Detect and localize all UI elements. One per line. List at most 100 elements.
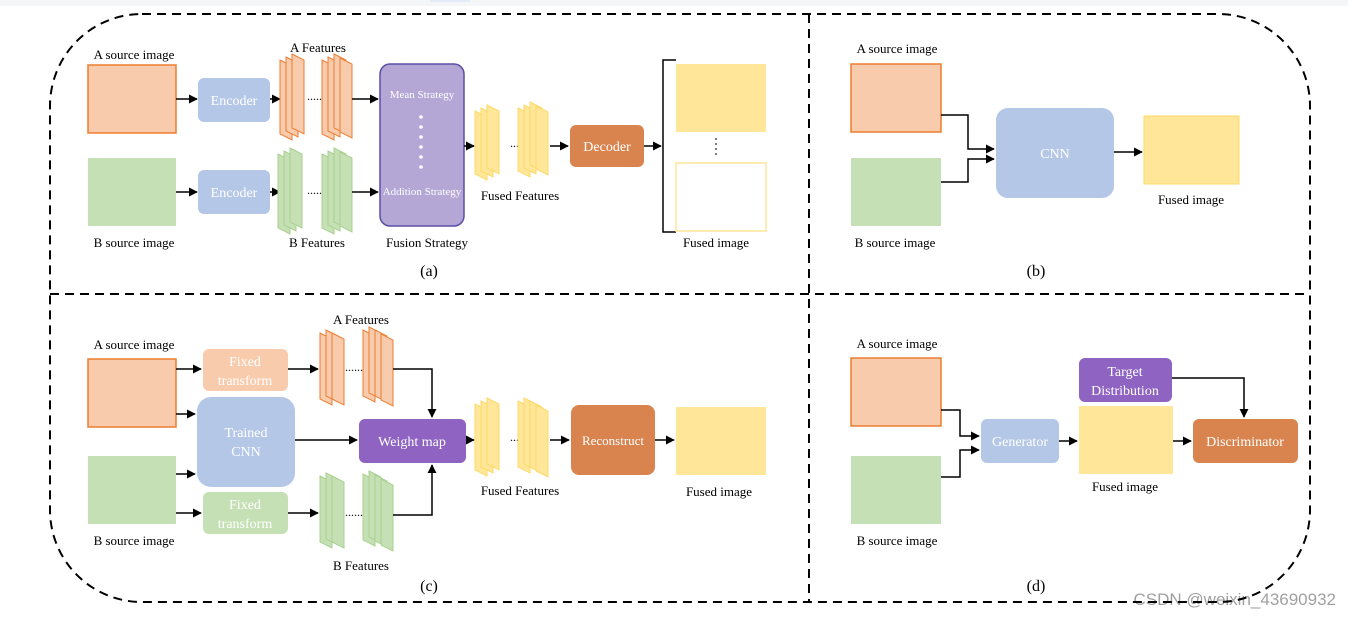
a-source-image — [87, 64, 177, 134]
trained-cnn-line2: CNN — [231, 445, 261, 460]
c-b-source-label: B source image — [94, 533, 175, 548]
panel-d: A source image B source image Generator … — [850, 336, 1298, 595]
c-b-feature-stack-2 — [362, 470, 394, 552]
d-fused-image-label: Fused image — [1092, 479, 1158, 494]
fused-features-label: Fused Features — [481, 188, 559, 203]
b-panel-fused-image — [1143, 115, 1240, 185]
weight-map-box — [359, 419, 466, 463]
fixed-transform-bottom-line1: Fixed — [229, 498, 261, 513]
encoder-top — [198, 78, 270, 122]
d-b-source-image — [851, 456, 941, 524]
d-a-source-label: A source image — [857, 336, 938, 351]
d-fused-image — [1079, 406, 1173, 474]
fused-feature-stack-2 — [517, 101, 549, 178]
c-a-feature-stack-2 — [362, 326, 394, 407]
generator-box — [981, 419, 1059, 463]
arrow-b-features-to-weight — [393, 464, 437, 516]
fused-image-bottom — [675, 162, 767, 232]
target-distribution-line2: Distribution — [1091, 384, 1159, 399]
caption-b: (b) — [1027, 263, 1046, 280]
c-fused-image-label: Fused image — [686, 484, 752, 499]
a-features-label: A Features — [290, 40, 346, 55]
target-distribution-line1: Target — [1107, 365, 1142, 380]
b-panel-a-source-image — [850, 63, 942, 133]
encoder-bottom — [198, 170, 270, 214]
caption-a: (a) — [420, 263, 438, 280]
c-a-feature-stack-1 — [319, 329, 345, 406]
decoder-box — [570, 125, 644, 167]
b-panel-a-source-label: A source image — [857, 41, 938, 56]
b-panel-b-source-label: B source image — [855, 235, 936, 250]
b-source-label: B source image — [94, 235, 175, 250]
top-strip-chip — [430, 0, 470, 2]
weight-map-label: Weight map — [378, 435, 446, 450]
panel-frame — [49, 13, 1311, 603]
arrow-b-b-to-cnn — [941, 154, 995, 183]
cnn-box — [996, 108, 1114, 198]
fused-image-top — [676, 64, 766, 132]
arrow-b-a-to-cnn — [941, 114, 995, 154]
panel-b: A source image B source image CNN Fused … — [850, 41, 1240, 280]
trained-cnn-box — [197, 397, 295, 487]
addition-strategy-label: Addition Strategy — [383, 186, 462, 198]
fixed-transform-top-line2: transform — [218, 374, 273, 389]
fusion-strategy-label: Fusion Strategy — [386, 235, 468, 250]
discriminator-label: Discriminator — [1206, 435, 1284, 450]
b-panel-b-source-image — [851, 158, 941, 226]
panel-c: A source image B source image Fixed tran… — [87, 312, 766, 595]
c-fused-image — [676, 407, 766, 475]
d-b-source-label: B source image — [857, 533, 938, 548]
d-a-source-image — [850, 357, 942, 427]
b-features-dots-1: ...... — [307, 183, 325, 197]
arrow-target-to-discriminator — [1172, 377, 1249, 418]
c-fused-feature-stack-1 — [474, 397, 500, 477]
csdn-watermark: CSDN @weixin_43690932 — [1133, 590, 1336, 609]
caption-c: (c) — [420, 578, 438, 595]
panel-a: A source image B source image Encoder En… — [87, 40, 767, 280]
arrow-d-a-to-generator — [941, 409, 980, 441]
a-feature-stack-1 — [279, 53, 305, 141]
b-source-image — [88, 158, 176, 226]
c-b-features-dots: ...... — [345, 505, 363, 519]
fixed-transform-top — [203, 349, 288, 391]
encoder-bottom-label: Encoder — [211, 186, 258, 201]
fused-feature-stack-1 — [474, 104, 500, 181]
output-bracket — [662, 59, 676, 233]
arrow-d-b-to-generator — [941, 445, 980, 478]
fixed-transform-bottom-line2: transform — [218, 517, 273, 532]
b-features-label: B Features — [289, 235, 345, 250]
c-a-features-label: A Features — [333, 312, 389, 327]
c-a-source-label: A source image — [94, 337, 175, 352]
caption-d: (d) — [1027, 578, 1046, 595]
generator-label: Generator — [992, 435, 1048, 450]
c-a-features-dots: ...... — [345, 360, 363, 374]
fusion-strategy-box — [379, 63, 465, 227]
c-b-features-label: B Features — [333, 558, 389, 573]
target-distribution-box — [1079, 358, 1172, 402]
reconstruct-label: Reconstruct — [582, 433, 644, 448]
discriminator-box — [1193, 419, 1298, 463]
c-b-feature-stack-1 — [319, 472, 345, 549]
c-b-source-image — [88, 456, 176, 524]
c-a-source-image — [87, 358, 177, 428]
a-features-dots-1: ...... — [307, 89, 325, 103]
a-source-label: A source image — [94, 47, 175, 62]
cnn-label: CNN — [1040, 147, 1070, 162]
b-panel-fused-image-label: Fused image — [1158, 192, 1224, 207]
encoder-top-label: Encoder — [211, 94, 258, 109]
trained-cnn-line1: Trained — [224, 426, 267, 441]
decoder-label: Decoder — [583, 140, 631, 155]
c-fused-features-label: Fused Features — [481, 483, 559, 498]
b-feature-stack-1 — [277, 147, 303, 235]
fused-image-label: Fused image — [683, 235, 749, 250]
fixed-transform-bottom — [203, 492, 288, 534]
arrow-a-features-to-weight — [393, 368, 437, 418]
fixed-transform-top-line1: Fixed — [229, 355, 261, 370]
mean-strategy-label: Mean Strategy — [390, 89, 455, 101]
fusion-ellipsis — [419, 115, 423, 169]
top-strip — [0, 0, 1348, 6]
b-feature-stack-2 — [321, 147, 353, 235]
a-feature-stack-2 — [321, 53, 353, 141]
reconstruct-box — [571, 405, 655, 475]
